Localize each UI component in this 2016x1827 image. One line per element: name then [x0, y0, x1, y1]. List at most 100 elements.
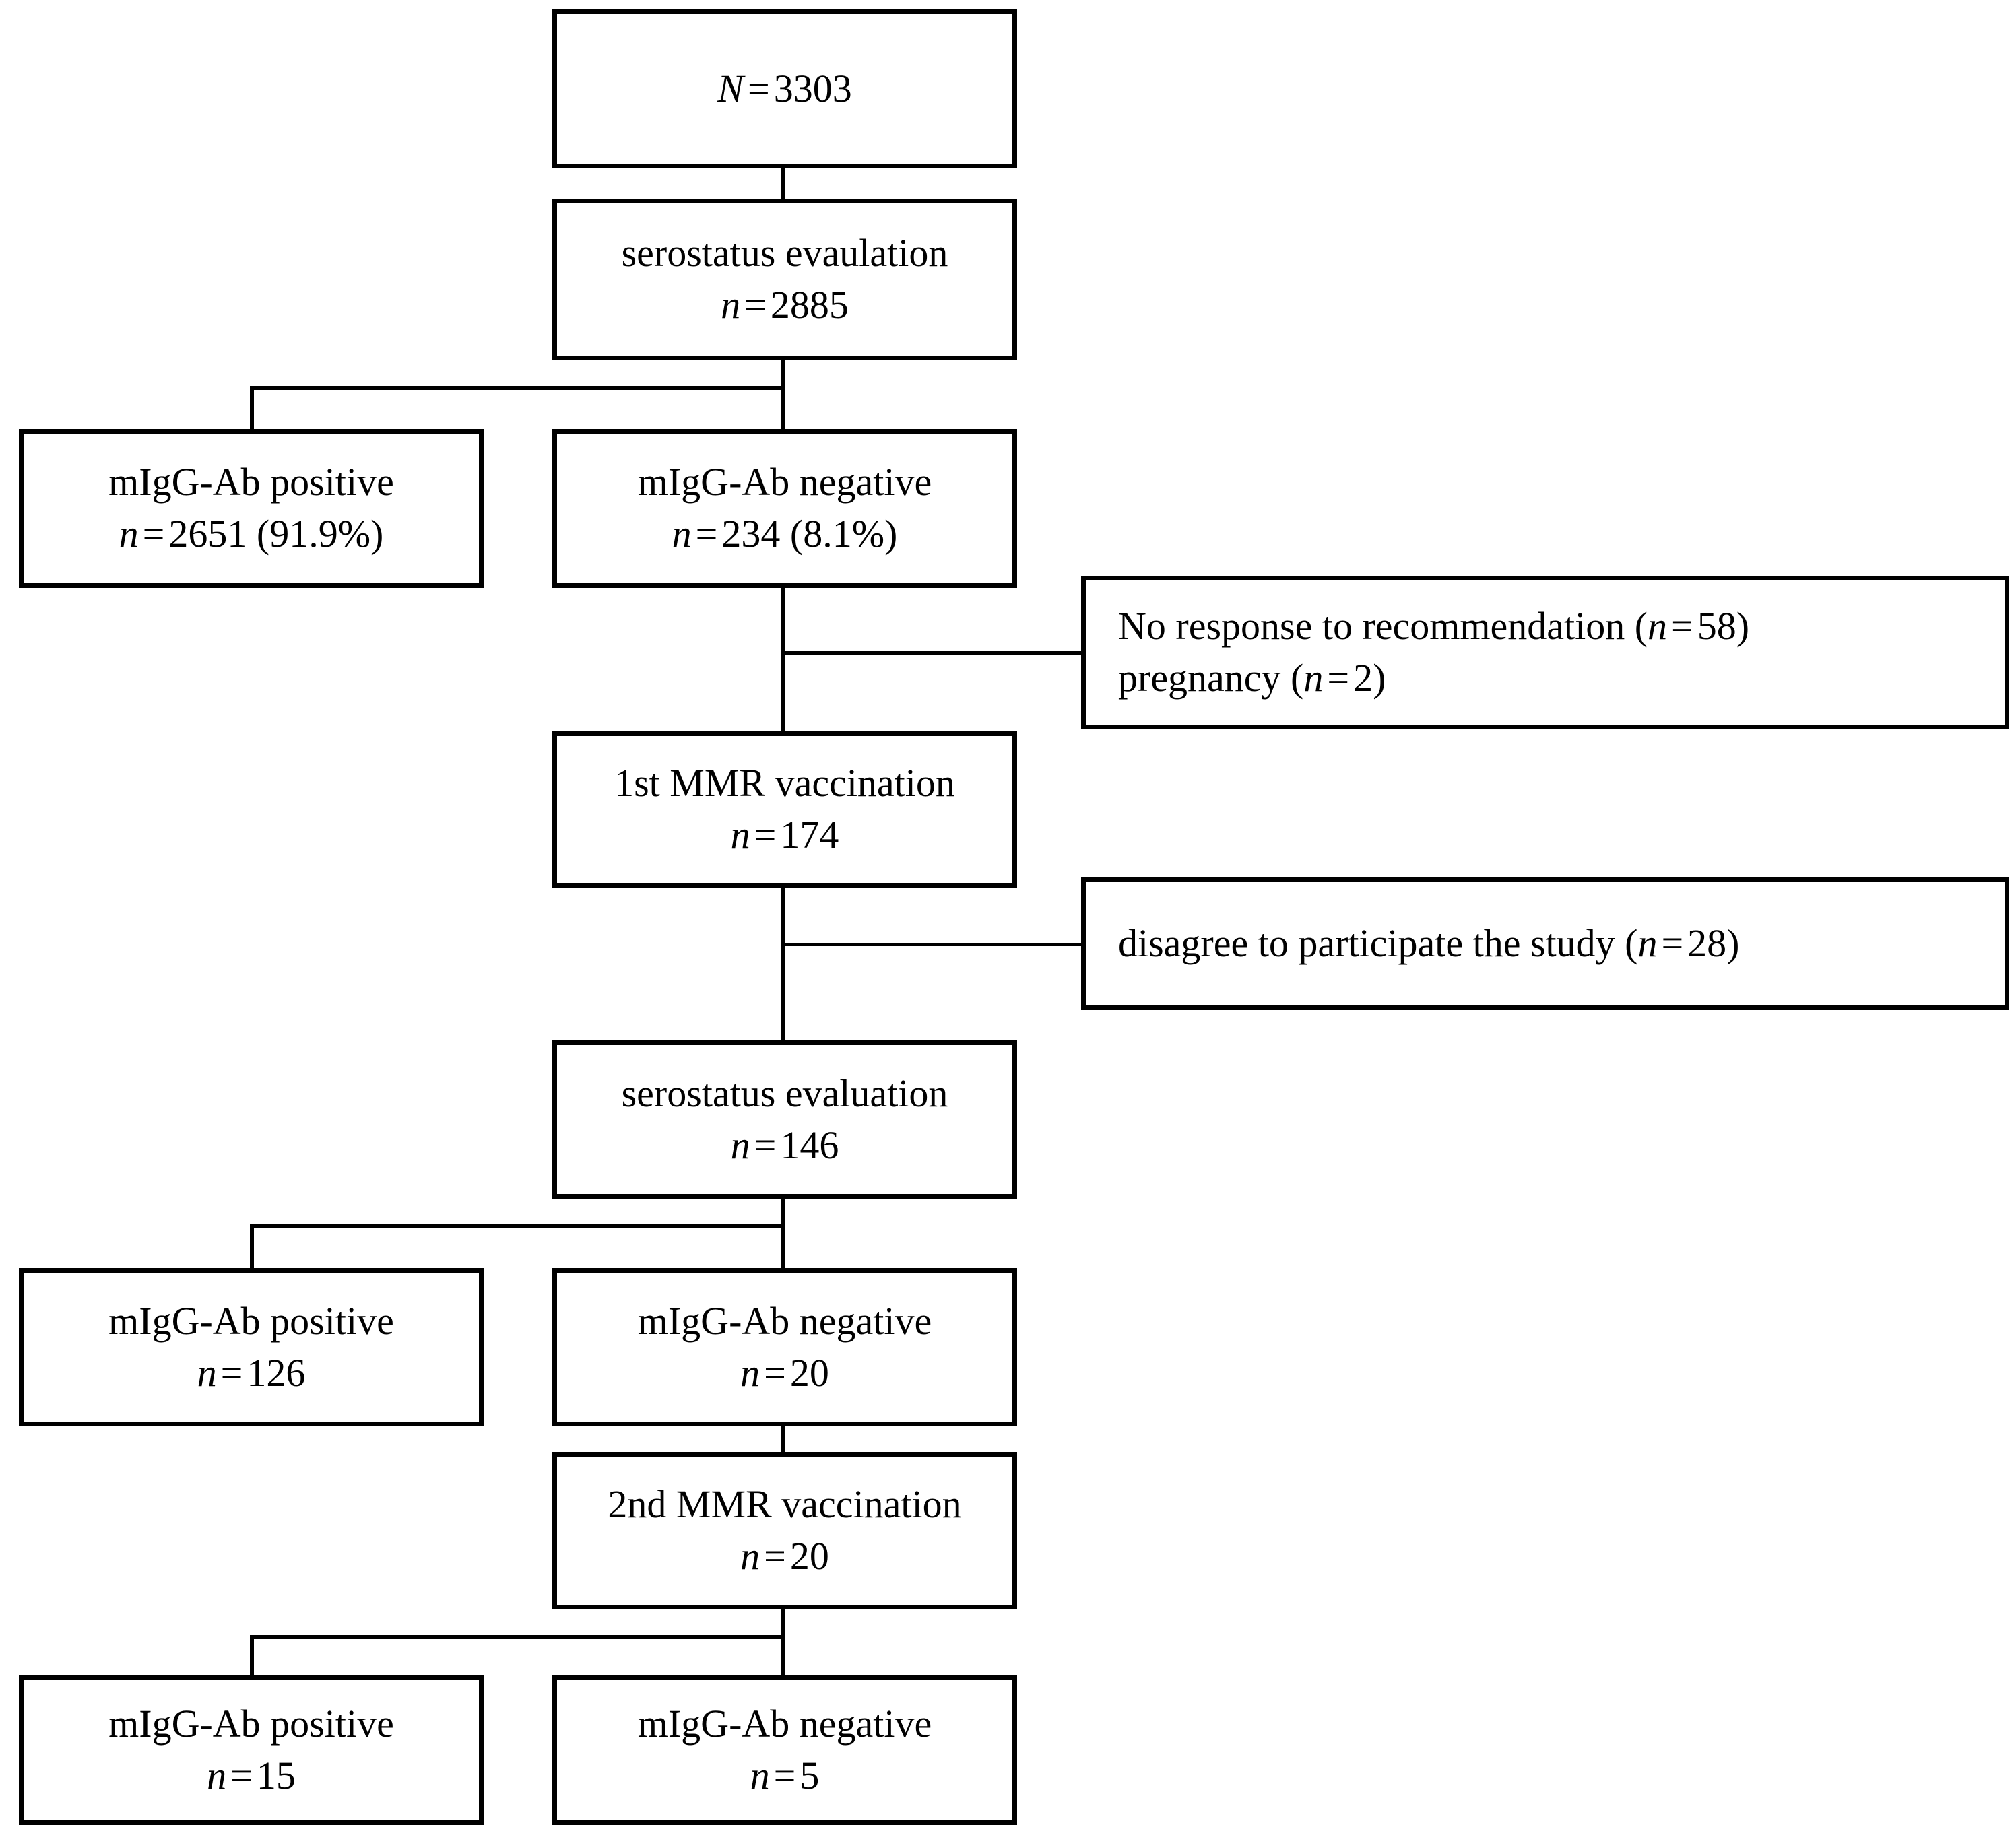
- exclusion1-line2-text: pregnancy (: [1118, 656, 1304, 700]
- exclusion1-line1-value: 58: [1697, 604, 1736, 649]
- exclusion1-line1-text: No response to recommendation (: [1118, 604, 1648, 649]
- connector-negative2-to-mmr2: [781, 1426, 785, 1452]
- mmr1-value: 174: [780, 813, 839, 857]
- negative3-equals: =: [773, 1754, 796, 1797]
- node-second-mmr-vaccination: 2nd MMR vaccination n=20: [552, 1452, 1017, 1609]
- serostatus2-label: serostatus evaluation: [621, 1071, 948, 1115]
- serostatus2-value: 146: [780, 1123, 839, 1167]
- positive3-equals: =: [230, 1754, 253, 1797]
- connector-serostatus2-branch-bar: [250, 1224, 785, 1228]
- node-serostatus-evaluation-2: serostatus evaluation n=146: [552, 1040, 1017, 1199]
- exclusion2-line1: disagree to participate the study (n=28): [1118, 918, 1740, 970]
- connector-mmr2-branch-bar: [250, 1635, 785, 1639]
- exclusion2-line1-close: ): [1726, 921, 1740, 965]
- exclusion1-line2-value: 2: [1353, 656, 1373, 700]
- positive3-value: 15: [256, 1754, 296, 1797]
- exclusion1-line2-variable: n: [1303, 656, 1324, 700]
- negative2-equals: =: [764, 1350, 786, 1395]
- total-variable: N: [717, 66, 744, 110]
- negative3-value: 5: [800, 1754, 820, 1797]
- serostatus2-variable: n: [730, 1123, 750, 1167]
- exclusion2-line1-text: disagree to participate the study (: [1118, 921, 1638, 965]
- node-migg-ab-negative-1: mIgG-Ab negative n=234 (8.1%): [552, 429, 1017, 588]
- serostatus1-count: n=2885: [721, 279, 849, 331]
- node-total-line1: N=3303: [717, 63, 851, 115]
- serostatus1-variable: n: [721, 283, 741, 327]
- positive1-count: n=2651 (91.9%): [119, 508, 384, 560]
- mmr1-label: 1st MMR vaccination: [614, 761, 955, 805]
- connector-serostatus1-branch-bar: [250, 386, 785, 390]
- exclusion2-line1-value: 28: [1687, 921, 1727, 965]
- negative1-equals: =: [695, 512, 718, 556]
- node-total-enrolled: N=3303: [552, 9, 1017, 168]
- positive1-equals: =: [142, 512, 165, 556]
- negative3-count: n=5: [750, 1750, 820, 1802]
- serostatus1-label: serostatus evaulation: [621, 231, 948, 275]
- node-migg-ab-positive-1: mIgG-Ab positive n=2651 (91.9%): [19, 429, 484, 588]
- connector-serostatus1-stem: [781, 360, 785, 430]
- exclusion2-line1-equals: =: [1661, 921, 1684, 965]
- node-migg-ab-negative-2: mIgG-Ab negative n=20: [552, 1268, 1017, 1426]
- connector-branch-to-positive1: [250, 386, 254, 430]
- exclusion1-line2: pregnancy (n=2): [1118, 653, 1386, 704]
- negative2-value: 20: [789, 1350, 829, 1395]
- serostatus2-equals: =: [754, 1123, 777, 1167]
- connector-serostatus2-stem: [781, 1199, 785, 1268]
- exclusion1-line1-variable: n: [1648, 604, 1668, 649]
- negative3-label: mIgG-Ab negative: [637, 1702, 932, 1746]
- mmr2-value: 20: [789, 1534, 829, 1578]
- positive1-label: mIgG-Ab positive: [108, 460, 394, 504]
- negative1-value: 234 (8.1%): [721, 512, 898, 556]
- mmr2-variable: n: [740, 1534, 760, 1578]
- connector-mmr2-stem: [781, 1609, 785, 1675]
- negative1-count: n=234 (8.1%): [672, 508, 898, 560]
- node-exclusion-no-response-pregnancy: No response to recommendation (n=58) pre…: [1081, 576, 2009, 729]
- positive1-variable: n: [119, 512, 139, 556]
- mmr2-count: n=20: [740, 1531, 829, 1583]
- node-serostatus-evaluation-1: serostatus evaulation n=2885: [552, 199, 1017, 360]
- negative2-label: mIgG-Ab negative: [637, 1298, 932, 1343]
- exclusion2-line1-variable: n: [1637, 921, 1658, 965]
- negative2-variable: n: [740, 1350, 760, 1395]
- positive2-equals: =: [220, 1350, 243, 1395]
- exclusion1-line2-equals: =: [1327, 656, 1350, 700]
- connector-negative1-stem: [781, 588, 785, 731]
- negative1-variable: n: [672, 512, 692, 556]
- mmr1-count: n=174: [731, 809, 839, 861]
- connector-negative1-to-exclusion1: [781, 651, 1083, 655]
- negative1-label: mIgG-Ab negative: [637, 460, 932, 504]
- mmr1-variable: n: [730, 813, 750, 857]
- mmr1-equals: =: [754, 813, 777, 857]
- serostatus1-equals: =: [744, 283, 767, 327]
- positive3-variable: n: [207, 1754, 227, 1797]
- total-equals: =: [747, 66, 770, 110]
- connector-branch-to-positive3: [250, 1635, 254, 1675]
- positive1-value: 2651 (91.9%): [168, 512, 384, 556]
- exclusion1-line1-equals: =: [1671, 604, 1693, 649]
- serostatus2-count: n=146: [731, 1120, 839, 1172]
- connector-branch-to-positive2: [250, 1224, 254, 1268]
- negative2-count: n=20: [740, 1348, 829, 1399]
- total-value: 3303: [773, 66, 852, 110]
- positive2-value: 126: [247, 1350, 306, 1395]
- connector-total-to-serostatus1: [781, 168, 785, 201]
- node-migg-ab-positive-2: mIgG-Ab positive n=126: [19, 1268, 484, 1426]
- positive2-count: n=126: [197, 1348, 306, 1399]
- node-exclusion-disagree-participate: disagree to participate the study (n=28): [1081, 877, 2009, 1010]
- exclusion1-line2-close: ): [1373, 656, 1386, 700]
- serostatus1-value: 2885: [770, 283, 849, 327]
- mmr2-label: 2nd MMR vaccination: [608, 1482, 962, 1527]
- exclusion1-line1: No response to recommendation (n=58): [1118, 601, 1749, 653]
- node-migg-ab-positive-3: mIgG-Ab positive n=15: [19, 1675, 484, 1825]
- connector-mmr1-stem: [781, 888, 785, 1048]
- positive2-label: mIgG-Ab positive: [108, 1298, 394, 1343]
- exclusion1-line1-close: ): [1736, 604, 1750, 649]
- mmr2-equals: =: [764, 1534, 786, 1578]
- positive3-count: n=15: [207, 1750, 296, 1802]
- positive3-label: mIgG-Ab positive: [108, 1702, 394, 1746]
- node-first-mmr-vaccination: 1st MMR vaccination n=174: [552, 731, 1017, 888]
- connector-mmr1-to-exclusion2: [781, 943, 1083, 946]
- negative3-variable: n: [750, 1754, 770, 1797]
- node-migg-ab-negative-3: mIgG-Ab negative n=5: [552, 1675, 1017, 1825]
